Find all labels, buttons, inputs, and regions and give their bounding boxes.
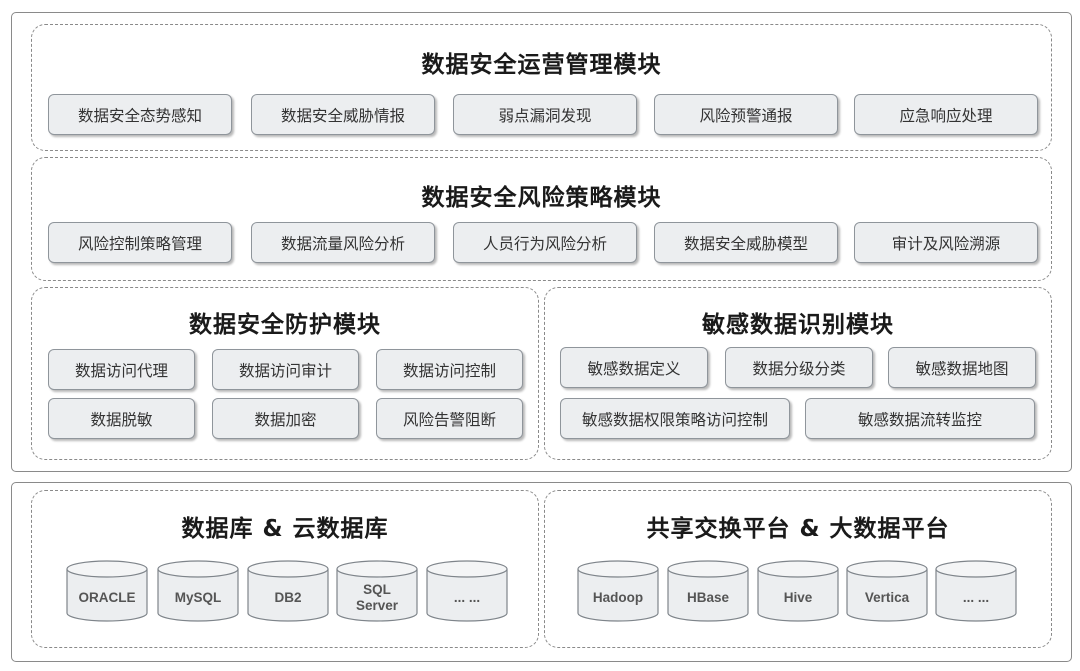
platform-label: ... ... [962, 590, 990, 605]
protection-item: 数据访问审计 [212, 349, 359, 390]
database-cylinder-icon: HBase [667, 560, 749, 622]
sensitive-data-module: 敏感数据识别模块 敏感数据定义 数据分级分类 敏感数据地图 敏感数据权限策略访问… [544, 287, 1052, 460]
protection-item: 数据加密 [212, 398, 359, 439]
platform-label: Hive [783, 590, 813, 605]
ops-item: 弱点漏洞发现 [453, 94, 637, 135]
protection-item: 数据访问代理 [48, 349, 195, 390]
cylinder-shape [846, 560, 928, 622]
database-cylinder-icon: Hadoop [577, 560, 659, 622]
ops-item: 风险预警通报 [654, 94, 838, 135]
platform-label: HBase [686, 590, 730, 605]
database-cylinder-icon: MySQL [157, 560, 239, 622]
sensitive-item: 敏感数据地图 [888, 347, 1036, 388]
databases-module-title: 数据库 & 云数据库 [181, 516, 389, 542]
risk-item: 人员行为风险分析 [453, 222, 637, 263]
ops-item: 应急响应处理 [854, 94, 1038, 135]
databases-module: 数据库 & 云数据库 ORACLE MySQL DB2 SQL Server .… [31, 490, 539, 648]
risk-item: 数据流量风险分析 [251, 222, 435, 263]
ops-item: 数据安全威胁情报 [251, 94, 435, 135]
database-cylinder-icon: Vertica [846, 560, 928, 622]
risk-item: 数据安全威胁模型 [654, 222, 838, 263]
database-label: MySQL [174, 590, 222, 605]
ops-management-module: 数据安全运营管理模块 数据安全态势感知 数据安全威胁情报 弱点漏洞发现 风险预警… [31, 24, 1052, 151]
database-cylinder-icon: ORACLE [66, 560, 148, 622]
database-cylinder-icon: DB2 [247, 560, 329, 622]
cylinder-shape [247, 560, 329, 622]
platforms-module: 共享交换平台 & 大数据平台 Hadoop HBase Hive Vertica… [544, 490, 1052, 648]
cylinder-shape [757, 560, 839, 622]
protection-item: 数据脱敏 [48, 398, 195, 439]
database-label: ... ... [453, 590, 481, 605]
cylinder-shape [66, 560, 148, 622]
cylinder-shape [426, 560, 508, 622]
cylinder-shape [157, 560, 239, 622]
risk-item: 风险控制策略管理 [48, 222, 232, 263]
cylinder-shape [935, 560, 1017, 622]
database-cylinder-icon: SQL Server [336, 560, 418, 622]
database-cylinder-icon: ... ... [935, 560, 1017, 622]
ops-item: 数据安全态势感知 [48, 94, 232, 135]
sensitive-item: 数据分级分类 [725, 347, 873, 388]
database-label: SQL Server [355, 582, 399, 613]
sensitive-module-title: 敏感数据识别模块 [702, 312, 894, 338]
sensitive-item: 敏感数据流转监控 [805, 398, 1035, 439]
cylinder-shape [667, 560, 749, 622]
risk-module-title: 数据安全风险策略模块 [421, 185, 662, 211]
database-cylinder-icon: ... ... [426, 560, 508, 622]
platform-label: Hadoop [592, 590, 644, 605]
protection-item: 风险告警阻断 [376, 398, 523, 439]
risk-strategy-module: 数据安全风险策略模块 风险控制策略管理 数据流量风险分析 人员行为风险分析 数据… [31, 157, 1052, 281]
risk-item: 审计及风险溯源 [854, 222, 1038, 263]
sensitive-item: 敏感数据定义 [560, 347, 708, 388]
sensitive-item: 敏感数据权限策略访问控制 [560, 398, 790, 439]
platforms-module-title: 共享交换平台 & 大数据平台 [646, 516, 950, 542]
cylinder-shape [336, 560, 418, 622]
database-cylinder-icon: Hive [757, 560, 839, 622]
protection-item: 数据访问控制 [376, 349, 523, 390]
database-label: DB2 [274, 590, 302, 605]
protection-module: 数据安全防护模块 数据访问代理 数据访问审计 数据访问控制 数据脱敏 数据加密 … [31, 287, 539, 460]
ops-module-title: 数据安全运营管理模块 [421, 52, 662, 78]
database-label: ORACLE [78, 590, 136, 605]
platform-label: Vertica [864, 590, 910, 605]
cylinder-shape [577, 560, 659, 622]
protection-module-title: 数据安全防护模块 [189, 312, 381, 338]
